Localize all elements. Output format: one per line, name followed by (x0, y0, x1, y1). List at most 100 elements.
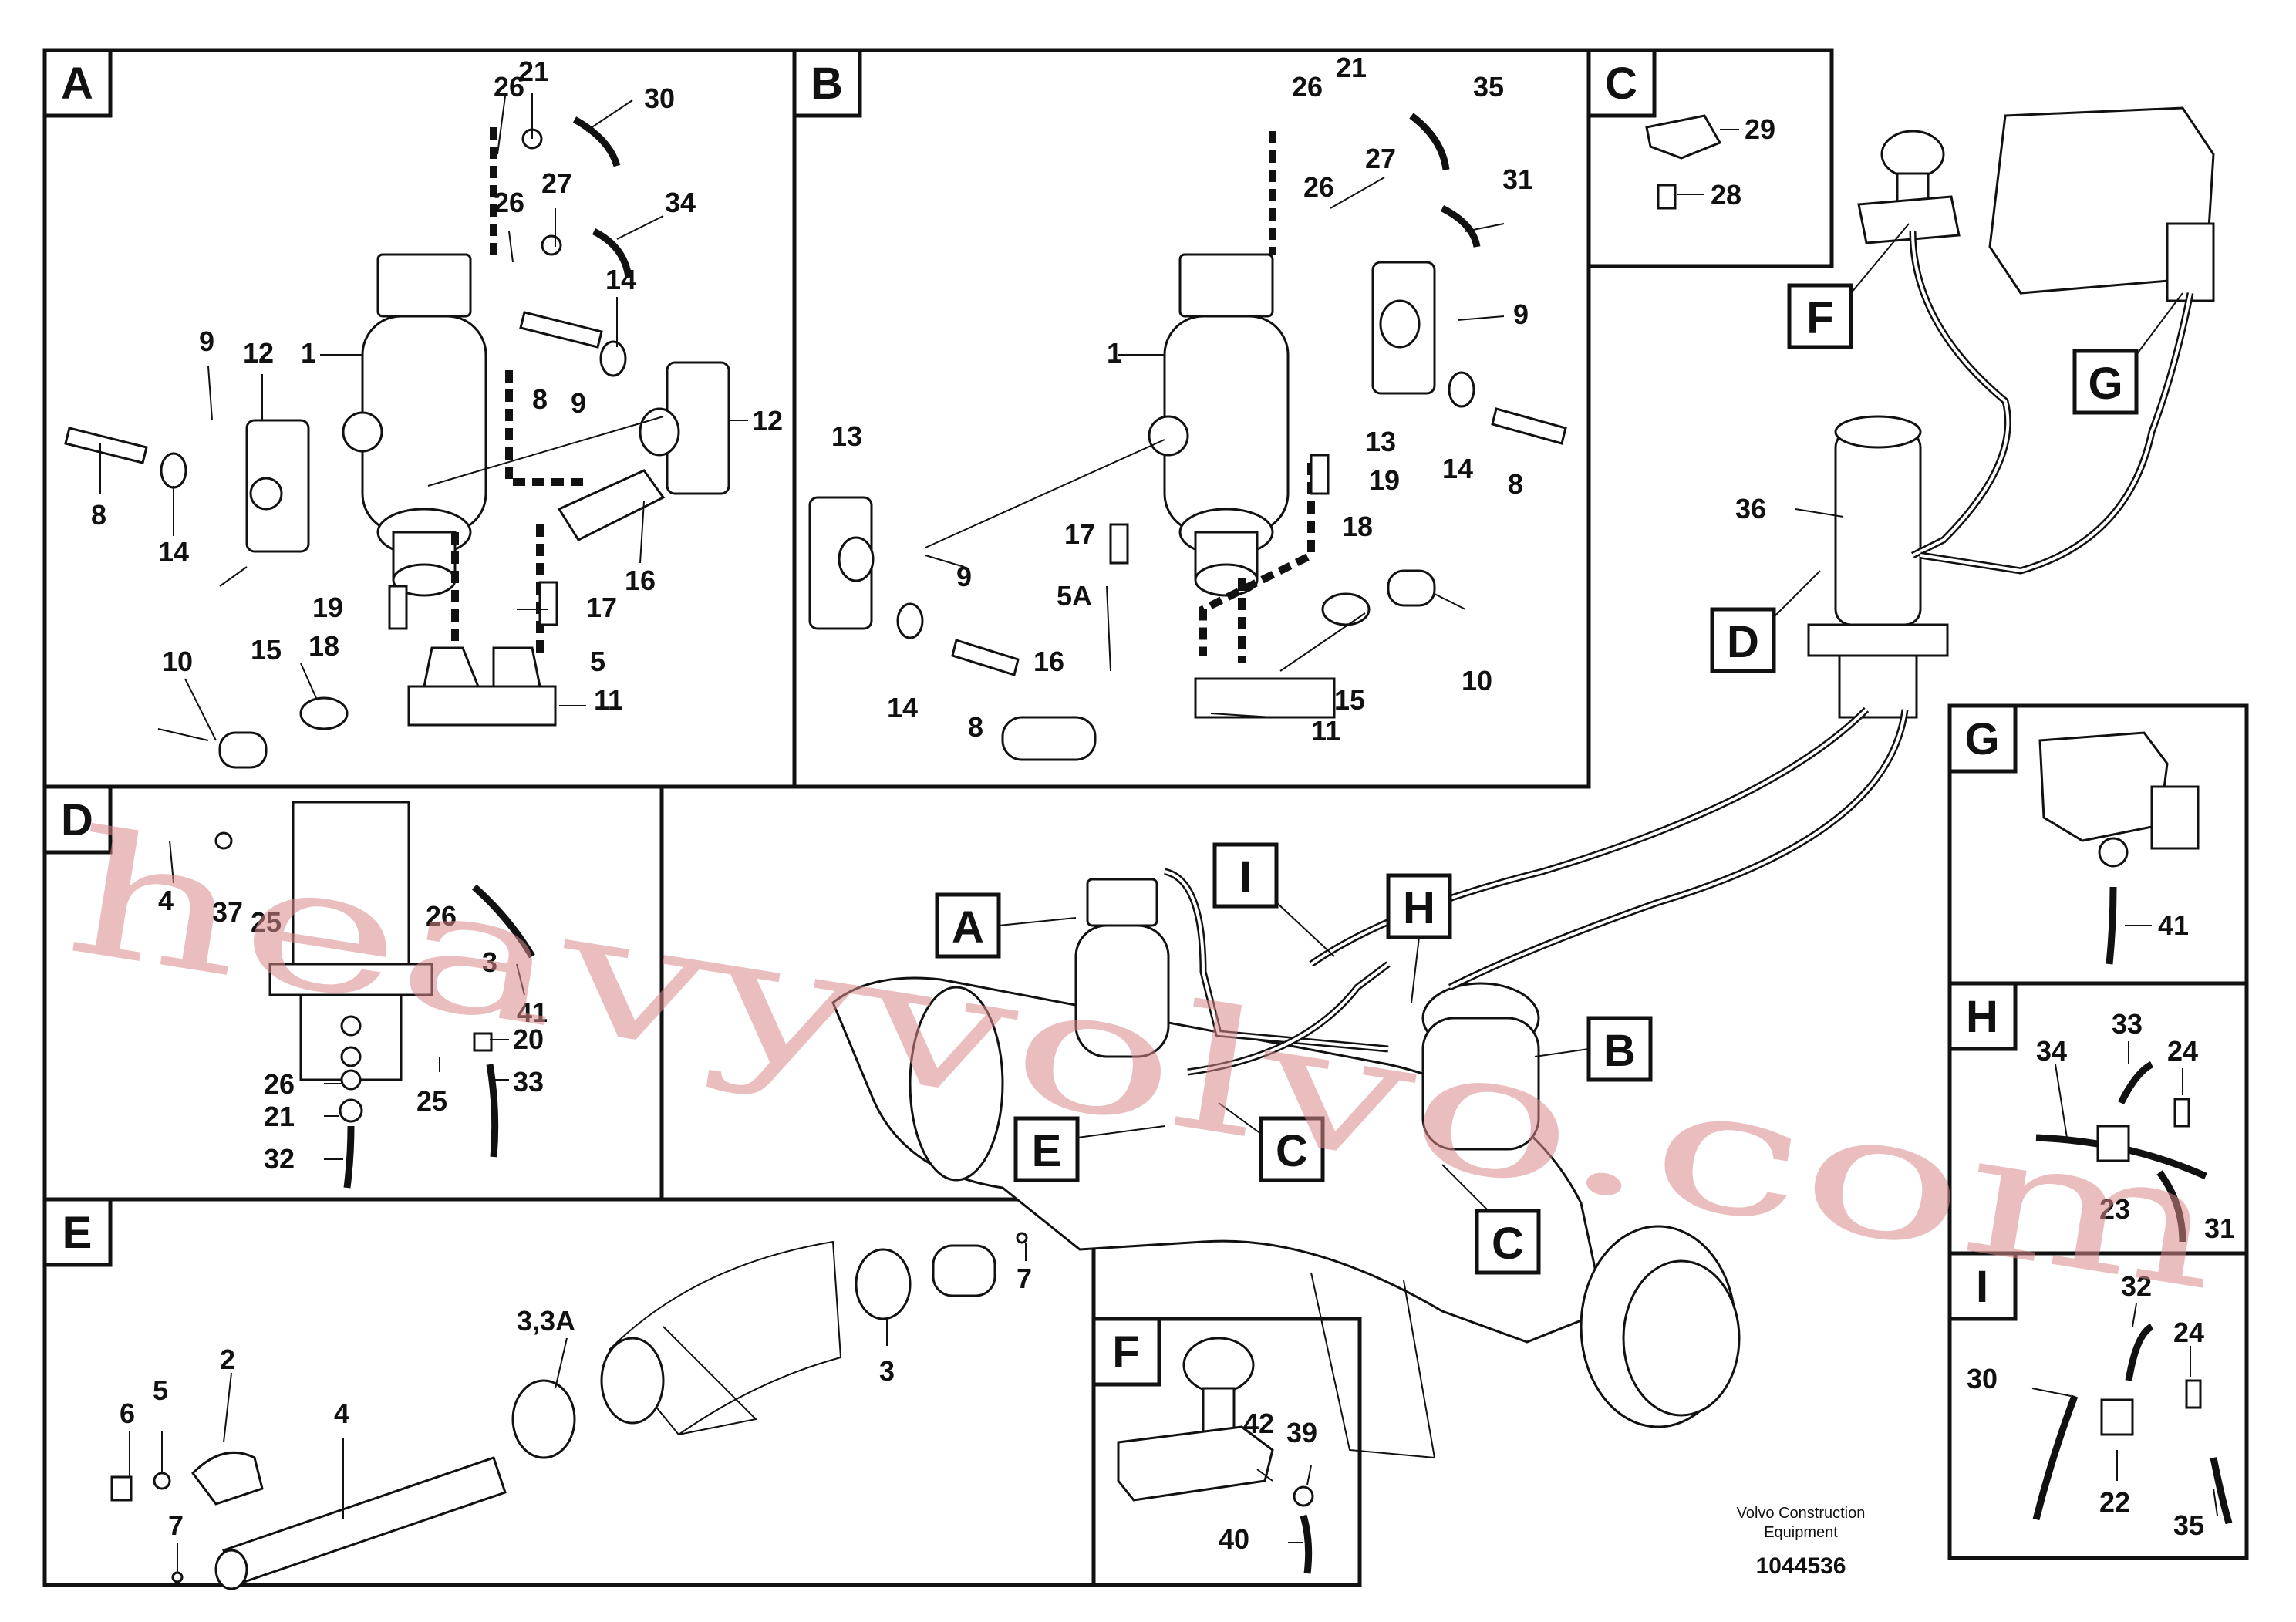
callout-b-23: 11 (1311, 715, 1340, 747)
main-tag-g: G (2088, 359, 2122, 409)
document-number: 1044536 (1756, 1553, 1846, 1579)
panel-e-label: E (62, 1208, 93, 1258)
callout-i-2: 24 (2173, 1317, 2204, 1348)
callout-a-17: 19 (312, 592, 343, 623)
callout-a-7: 14 (605, 264, 636, 295)
callout-c-1: 29 (1745, 113, 1775, 145)
credit-line-1: Volvo Construction (1737, 1505, 1866, 1522)
panel-a: A (42, 48, 797, 789)
callout-a-5: 27 (541, 167, 572, 199)
callout-main-36: 36 (1735, 493, 1766, 524)
panel-i: I 32 24 30 22 35 (1947, 1251, 2249, 1560)
main-tag-b: B (1603, 1026, 1636, 1076)
callout-a-22: 15 (251, 634, 282, 666)
main-tag-i: I (1239, 852, 1252, 902)
callout-a-8: 9 (199, 325, 214, 357)
callout-b-2: 21 (1336, 52, 1367, 83)
panel-g: G 41 (1947, 703, 2249, 986)
callout-i-1: 32 (2121, 1270, 2152, 1302)
callout-e-6: 5 (153, 1374, 168, 1406)
callout-a-2: 21 (518, 56, 549, 87)
callout-a-6: 34 (665, 187, 696, 218)
callout-b-20: 16 (1033, 646, 1064, 677)
callout-a-3: 30 (644, 83, 675, 114)
panel-a-label: A (61, 59, 93, 109)
callout-b-13: 18 (1342, 511, 1373, 542)
callout-h-2: 34 (2036, 1035, 2067, 1067)
callout-d-10: 33 (513, 1066, 544, 1098)
callout-h-3: 24 (2167, 1035, 2198, 1067)
callout-b-11: 8 (1508, 468, 1523, 500)
main-tag-a: A (952, 902, 984, 953)
callout-b-17: 5A (1057, 580, 1092, 612)
main-tag-f: F (1806, 293, 1833, 343)
callout-a-16: 16 (625, 565, 656, 596)
callout-d-12: 32 (264, 1143, 295, 1175)
callout-a-13: 12 (752, 405, 783, 437)
callout-c-2: 28 (1711, 179, 1741, 211)
callout-i-5: 35 (2173, 1509, 2204, 1541)
callout-a-23: 11 (594, 684, 623, 716)
callout-a-1: 26 (494, 71, 524, 103)
callout-b-7: 9 (1513, 298, 1529, 330)
callout-a-9: 12 (243, 337, 274, 369)
main-tag-e: E (1032, 1126, 1062, 1176)
callout-b-15: 13 (831, 420, 862, 452)
callout-f-2: 39 (1286, 1417, 1317, 1448)
panel-g-label: G (1964, 714, 1999, 764)
callout-a-19: 18 (308, 630, 339, 662)
callout-a-20: 5 (590, 646, 605, 677)
callout-b-14: 17 (1064, 518, 1095, 550)
callout-b-16: 9 (956, 561, 972, 592)
callout-g-1: 41 (2158, 909, 2189, 941)
callout-d-9: 25 (416, 1085, 447, 1117)
main-assembly: 36 A I H B E C C D F G (831, 106, 2215, 1459)
callout-e-2: 3,3A (517, 1305, 575, 1337)
callout-a-11: 8 (532, 383, 548, 415)
callout-b-6: 31 (1502, 164, 1533, 195)
callout-h-1: 33 (2112, 1008, 2143, 1040)
panel-f: F 42 39 40 (1091, 1317, 1362, 1587)
callout-b-9: 13 (1365, 426, 1396, 457)
callout-h-5: 31 (2204, 1212, 2235, 1244)
panel-i-label: I (1976, 1262, 1988, 1312)
callout-e-7: 4 (334, 1398, 349, 1429)
panel-d-label: D (61, 795, 93, 845)
main-tag-c2: C (1492, 1219, 1524, 1269)
panel-h: H 33 34 24 23 31 (1947, 981, 2249, 1256)
main-tag-h: H (1403, 883, 1435, 933)
callout-b-1: 26 (1292, 71, 1323, 103)
callout-f-3: 40 (1219, 1523, 1249, 1555)
callout-d-2: 37 (212, 896, 243, 928)
callout-a-14: 8 (91, 499, 106, 531)
main-tag-c1: C (1276, 1126, 1308, 1176)
panel-b-label: B (811, 59, 843, 109)
callout-a-18: 17 (586, 592, 617, 623)
panel-c: C 29 28 (1586, 48, 1834, 268)
callout-b-8: 1 (1107, 337, 1122, 369)
callout-b-4: 26 (1303, 171, 1334, 203)
callout-e-5: 6 (120, 1398, 135, 1429)
callout-a-4: 26 (494, 187, 524, 218)
callout-i-4: 22 (2099, 1486, 2130, 1518)
callout-b-12: 19 (1369, 464, 1400, 496)
callout-d-8: 26 (264, 1068, 295, 1100)
callout-b-5: 27 (1365, 143, 1396, 174)
callout-i-3: 30 (1967, 1363, 1998, 1394)
panel-b: B 26 21 35 (792, 48, 1591, 789)
callout-b-22: 10 (1462, 665, 1492, 696)
callout-b-18: 14 (887, 692, 918, 723)
callout-d-5: 3 (482, 946, 497, 978)
panel-d: D 4 37 25 26 3 41 20 26 25 33 21 32 (42, 784, 664, 1202)
callout-a-21: 10 (162, 646, 193, 677)
callout-e-1: 7 (1017, 1263, 1032, 1294)
callout-h-4: 23 (2099, 1193, 2130, 1225)
callout-b-19: 8 (968, 711, 983, 743)
callout-a-15: 14 (158, 536, 189, 568)
callout-d-1: 4 (158, 885, 174, 916)
callout-d-11: 21 (264, 1101, 295, 1132)
callout-b-21: 15 (1334, 684, 1365, 716)
callout-b-3: 35 (1473, 71, 1504, 103)
callout-d-7: 20 (513, 1023, 544, 1055)
